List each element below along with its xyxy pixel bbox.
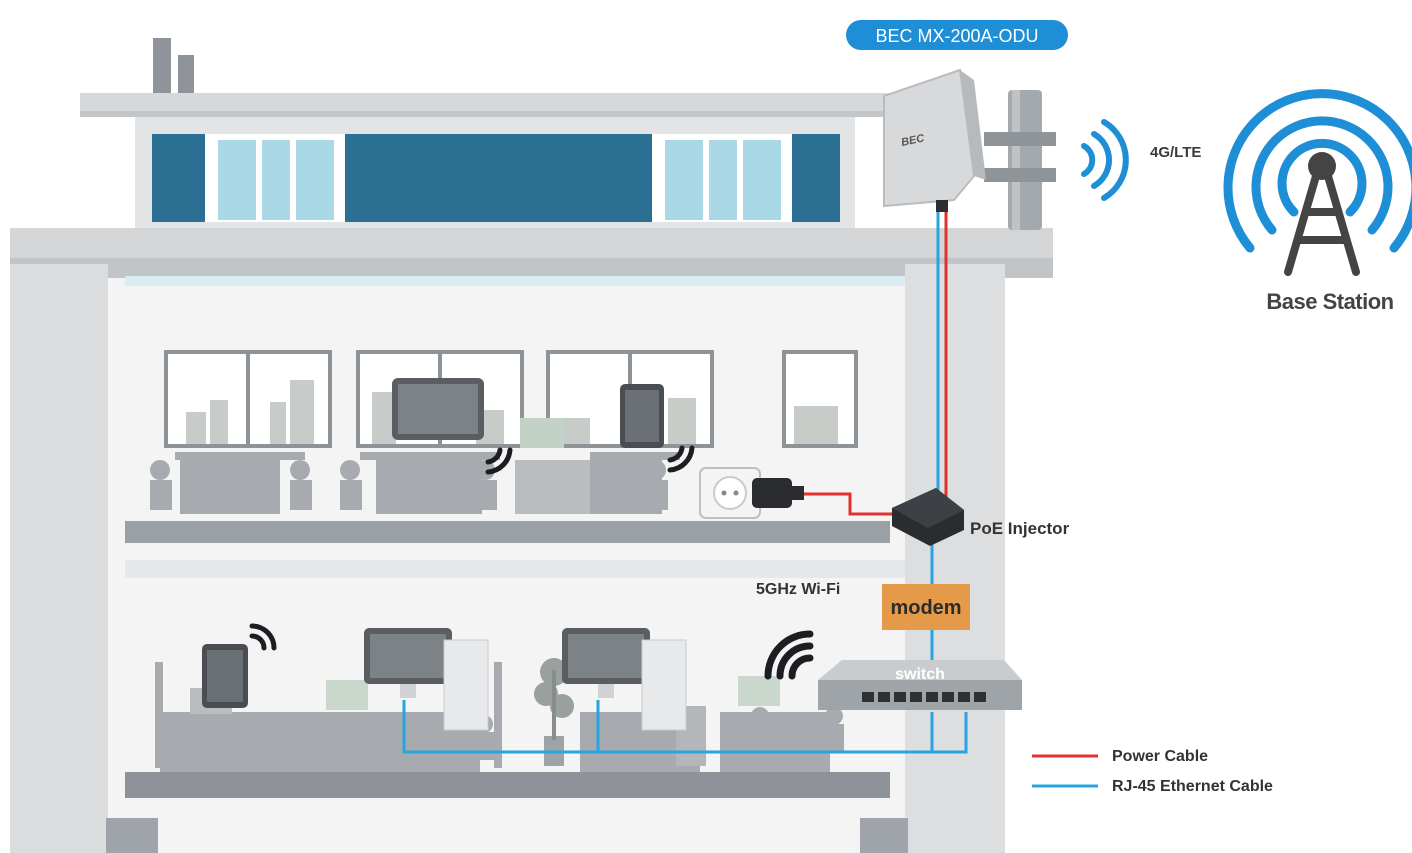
switch-icon xyxy=(818,660,1022,710)
upper-floor-furniture xyxy=(150,418,680,514)
base-station-icon xyxy=(1223,89,1412,276)
wifi-signal-icon xyxy=(764,630,814,680)
window xyxy=(665,140,703,220)
device-logo: BEC xyxy=(900,132,926,149)
wifi-signal-icon xyxy=(249,623,277,651)
power-socket-icon xyxy=(699,467,804,519)
window xyxy=(262,140,290,220)
monitor-icon xyxy=(562,628,687,731)
window xyxy=(296,140,334,220)
window xyxy=(709,140,737,220)
poe-label: PoE Injector xyxy=(970,519,1070,538)
chimney xyxy=(153,38,171,98)
ground-floor-slab xyxy=(125,772,890,798)
power-cables xyxy=(804,200,948,516)
window xyxy=(743,140,781,220)
monitor-icon xyxy=(364,628,489,731)
right-pillar xyxy=(905,264,1005,853)
upper-floor-slab xyxy=(125,521,890,543)
chimney xyxy=(178,55,194,98)
tablet-icon xyxy=(202,644,248,708)
switch-label: switch xyxy=(895,666,945,683)
legend-power-label: Power Cable xyxy=(1112,748,1208,765)
poe-injector-icon xyxy=(892,488,964,546)
window xyxy=(218,140,256,220)
wifi-signal-icon xyxy=(485,445,695,475)
left-pillar xyxy=(10,264,108,853)
monitor-icon xyxy=(392,378,484,440)
ethernet-cables xyxy=(402,200,968,754)
wifi-label: 5GHz Wi-Fi xyxy=(756,581,840,598)
signal-label: 4G/LTE xyxy=(1150,144,1201,161)
device-label: BEC MX-200A-ODU xyxy=(875,26,1038,46)
modem-box xyxy=(882,584,970,630)
base-station-label: Base Station xyxy=(1266,289,1393,314)
legend: Power Cable RJ-45 Ethernet Cable xyxy=(1032,748,1273,795)
modem-label: modem xyxy=(890,597,961,619)
outdoor-unit-device xyxy=(883,68,1056,230)
legend-ethernet-label: RJ-45 Ethernet Cable xyxy=(1112,778,1273,795)
lte-signal-icon xyxy=(1081,119,1129,201)
tablet-icon xyxy=(620,384,664,448)
device-label-badge: BEC MX-200A-ODU xyxy=(846,20,1068,50)
